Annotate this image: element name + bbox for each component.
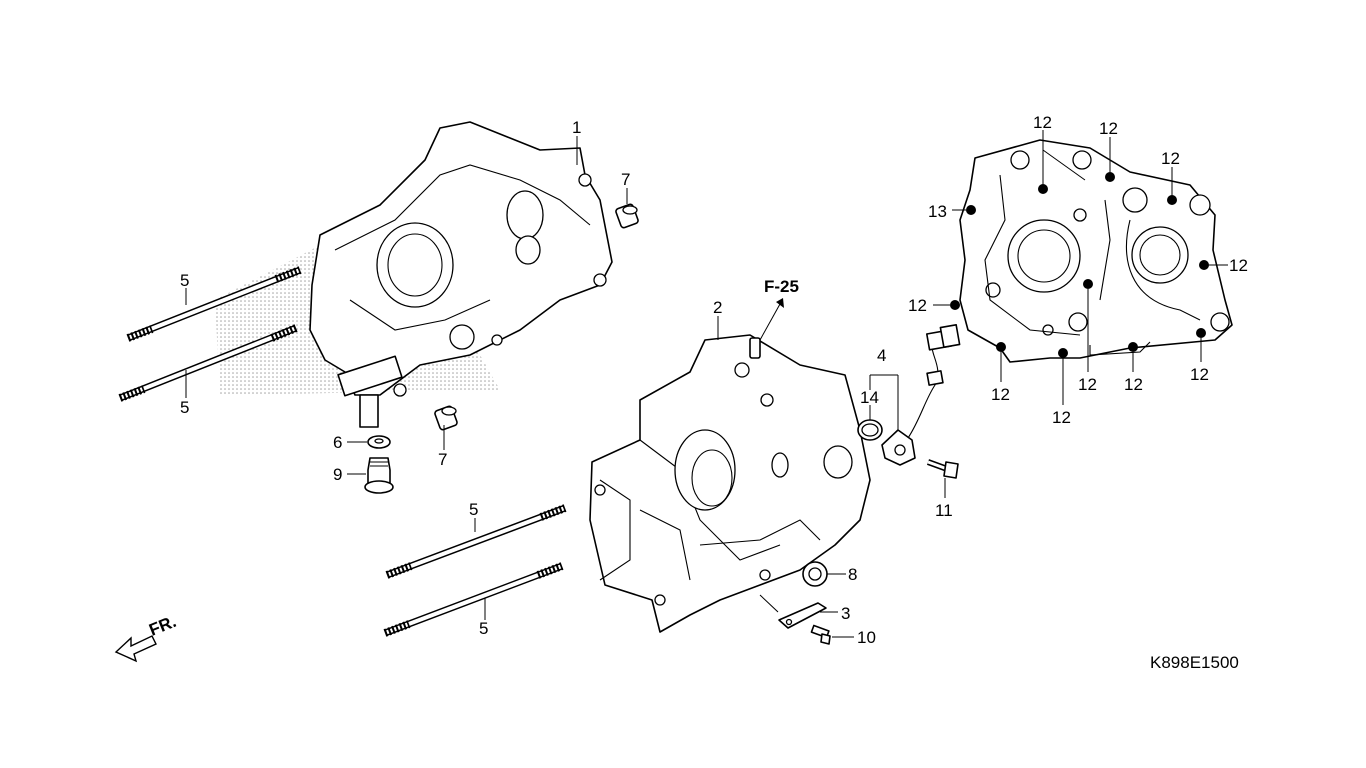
diagram-reference-code: K898E1500 bbox=[1150, 653, 1239, 672]
stud-bolt-upper-right bbox=[385, 504, 567, 579]
callout-12-j: 12 bbox=[1190, 365, 1209, 384]
front-direction-arrow: FR. bbox=[114, 612, 179, 663]
front-direction-label: FR. bbox=[146, 612, 179, 640]
section-reference: F-25 bbox=[764, 277, 799, 296]
left-crankcase bbox=[309, 121, 613, 428]
callout-labels: 1 2 3 4 5 5 5 5 6 7 7 8 9 10 11 12 12 12… bbox=[180, 113, 1248, 672]
callout-14: 14 bbox=[860, 388, 879, 407]
callout-12-a: 12 bbox=[1033, 113, 1052, 132]
callout-10: 10 bbox=[857, 628, 876, 647]
callout-5-upper-right: 5 bbox=[469, 500, 478, 519]
callout-7-upper: 7 bbox=[621, 170, 630, 189]
callout-9: 9 bbox=[333, 465, 342, 484]
callout-12-d: 12 bbox=[1229, 256, 1248, 275]
dowel-pin-lower bbox=[434, 405, 458, 431]
callout-12-e: 12 bbox=[908, 296, 927, 315]
sealing-washer bbox=[367, 435, 391, 449]
callout-5-lower-left: 5 bbox=[180, 398, 189, 417]
oil-seal bbox=[802, 561, 828, 587]
crankcase-gasket-face bbox=[950, 139, 1233, 363]
callout-8: 8 bbox=[848, 565, 857, 584]
stud-bolt-lower-right bbox=[383, 562, 564, 637]
drain-bolt bbox=[364, 457, 394, 494]
callout-12-c: 12 bbox=[1161, 149, 1180, 168]
neutral-switch-assembly bbox=[881, 323, 961, 466]
callout-5-upper-left: 5 bbox=[180, 271, 189, 290]
stud-bolt-upper-left bbox=[126, 266, 302, 342]
callout-2: 2 bbox=[713, 298, 722, 317]
callout-5-lower-right: 5 bbox=[479, 619, 488, 638]
callout-11: 11 bbox=[935, 501, 953, 520]
flange-bolt-small bbox=[810, 624, 831, 645]
callout-12-h: 12 bbox=[1078, 375, 1097, 394]
stud-bolt-lower-left bbox=[118, 324, 298, 402]
callout-7-lower: 7 bbox=[438, 450, 447, 469]
callout-6: 6 bbox=[333, 433, 342, 452]
callout-3: 3 bbox=[841, 604, 850, 623]
callout-12-f: 12 bbox=[991, 385, 1010, 404]
callout-4: 4 bbox=[877, 346, 886, 365]
flange-bolt bbox=[926, 459, 959, 479]
callout-13: 13 bbox=[928, 202, 947, 221]
right-crankcase bbox=[589, 334, 871, 633]
callout-1: 1 bbox=[572, 118, 581, 137]
callout-12-g: 12 bbox=[1052, 408, 1071, 427]
callout-12-i: 12 bbox=[1124, 375, 1143, 394]
dowel-pin-upper bbox=[615, 203, 639, 229]
o-ring bbox=[857, 419, 883, 441]
leader-lines bbox=[185, 130, 1228, 638]
setting-plate bbox=[778, 602, 827, 629]
callout-12-b: 12 bbox=[1099, 119, 1118, 138]
